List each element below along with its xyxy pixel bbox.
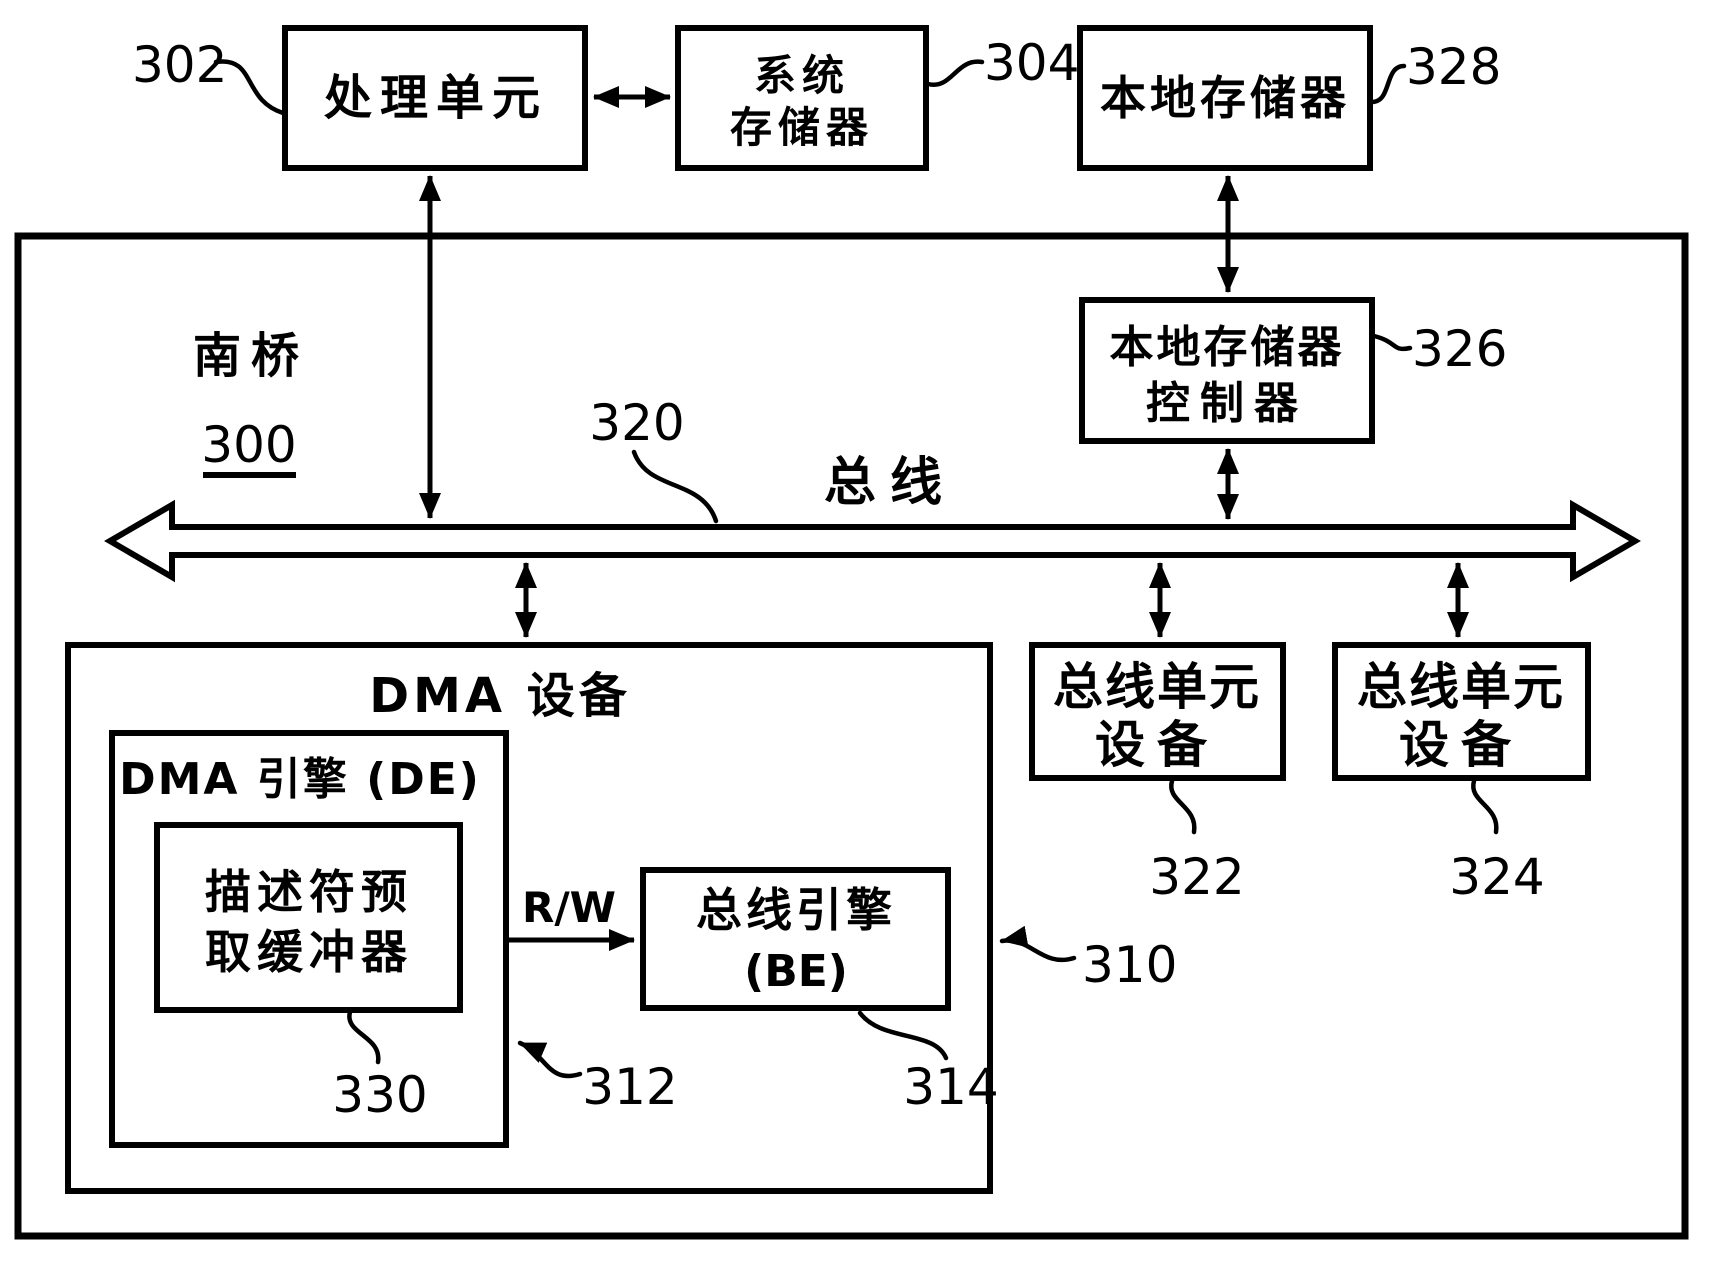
bus-arrow [104, 499, 1641, 583]
local-memory-controller-box [1079, 297, 1375, 444]
ref-326: 326 [1412, 320, 1507, 378]
ref-300: 300 [201, 416, 296, 474]
bus-label: 总线 [824, 453, 956, 513]
leader-322 [1169, 778, 1197, 835]
leader-328 [1369, 63, 1407, 105]
descriptor-prefetch-buffer-line2: 取缓冲器 [205, 925, 413, 979]
ref-310: 310 [1082, 936, 1177, 994]
leader-330 [347, 1009, 381, 1065]
ref-312: 312 [582, 1058, 677, 1116]
system-memory-box [675, 25, 929, 171]
leader-310-arrow [999, 925, 1077, 963]
descriptor-prefetch-buffer-line1: 描述符预 [205, 865, 413, 919]
bus-engine-line1: 总线引擎 [696, 883, 896, 937]
descriptor-prefetch-buffer-box [154, 822, 463, 1013]
processing-unit-box [282, 25, 588, 171]
leader-312-arrow [517, 1040, 583, 1079]
bus-engine-line2: (BE) [744, 946, 848, 997]
ref-322: 322 [1149, 848, 1244, 906]
leader-324 [1471, 778, 1499, 835]
rw-label: R/W [522, 883, 616, 932]
ref-324: 324 [1449, 848, 1544, 906]
ref-314: 314 [903, 1058, 998, 1116]
bus-unit-device-right-line2: 设备 [1399, 716, 1523, 774]
leader-304 [925, 59, 985, 87]
leader-314 [857, 1010, 949, 1061]
southbridge-label: 南桥 [193, 328, 309, 384]
local-memory-controller-line1: 本地存储器 [1110, 322, 1345, 373]
bus-unit-device-right-box [1332, 642, 1591, 781]
bus-unit-device-right-line1: 总线单元 [1357, 658, 1565, 716]
processing-unit-label: 处理单元 [324, 70, 548, 126]
ref-328: 328 [1406, 38, 1501, 96]
local-memory-label: 本地存储器 [1100, 71, 1350, 125]
local-memory-box [1077, 25, 1373, 171]
ref-320: 320 [589, 394, 684, 452]
dma-device-label: DMA 设备 [369, 668, 630, 724]
ref-302: 302 [132, 36, 227, 94]
ref-330: 330 [332, 1066, 427, 1124]
system-memory-label-line2: 存储器 [730, 103, 874, 152]
ref-300-underline [203, 472, 296, 478]
southbridge-box [14, 232, 1689, 1240]
local-memory-controller-line2: 控制器 [1146, 378, 1308, 429]
bus-unit-device-left-line1: 总线单元 [1053, 658, 1261, 716]
leader-320 [631, 449, 719, 524]
system-memory-label-line1: 系统 [754, 51, 850, 100]
dma-engine-label: DMA 引擎 (DE) [119, 754, 481, 805]
bus-engine-box [640, 867, 951, 1011]
bus-unit-device-left-box [1029, 642, 1286, 781]
ref-304: 304 [984, 34, 1079, 92]
leader-326 [1371, 333, 1413, 352]
bus-unit-device-left-line2: 设备 [1095, 716, 1219, 774]
leader-302 [213, 59, 286, 116]
